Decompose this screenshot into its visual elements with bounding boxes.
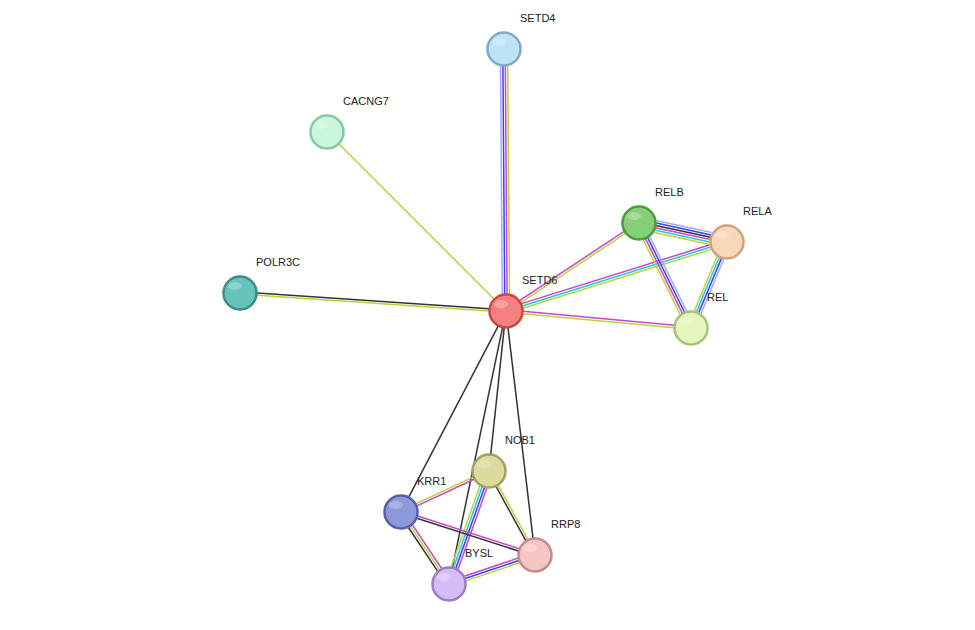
node-circle [673, 310, 709, 346]
interaction-edge [520, 231, 626, 302]
protein-node: NOB1 [471, 453, 507, 489]
edge-strand [412, 525, 441, 569]
interaction-edge [417, 516, 519, 551]
edge-strand [418, 516, 520, 549]
node-circle [488, 293, 524, 329]
node-label: BYSL [465, 547, 493, 560]
node-label: RELB [655, 186, 684, 199]
edge-strand [466, 563, 520, 581]
node-circle [471, 453, 507, 489]
node-label: RELA [743, 205, 772, 218]
interaction-edge [523, 311, 674, 327]
circle-shape [673, 310, 709, 346]
circle-shape [621, 205, 657, 241]
interaction-edge [654, 221, 711, 245]
edge-strand [508, 66, 510, 294]
edge-strand [657, 221, 712, 233]
edge-strand [522, 247, 711, 306]
edge-strand [523, 314, 674, 328]
protein-node: CACNG7 [309, 114, 345, 150]
node-label: POLR3C [256, 256, 300, 269]
node-circle [517, 537, 553, 573]
edge-strand [523, 249, 712, 308]
edge-strand [410, 526, 439, 570]
node-label: REL [707, 291, 728, 304]
edge-strand [498, 485, 528, 539]
edge-strand [508, 328, 533, 538]
edge-strand [465, 560, 519, 578]
interaction-edge [491, 328, 504, 454]
interaction-edge [501, 66, 510, 294]
edge-strand [501, 66, 503, 294]
edge-strand [696, 257, 719, 312]
node-label: NOB1 [505, 434, 535, 447]
circle-shape [383, 494, 419, 530]
circle-shape [431, 566, 467, 602]
protein-node: RRP8 [517, 537, 553, 573]
interaction-edge [508, 328, 533, 538]
interaction-edge [464, 558, 519, 581]
circle-shape [309, 114, 345, 150]
node-label: SETD4 [520, 12, 555, 25]
protein-node: RELB [621, 205, 657, 241]
circle-shape [517, 537, 553, 573]
protein-node: SETD4 [486, 31, 522, 67]
node-label: SETD6 [522, 274, 557, 287]
interaction-edge [694, 256, 724, 313]
protein-node: BYSL [431, 566, 467, 602]
protein-node: KRR1 [383, 494, 419, 530]
edge-strand [417, 518, 519, 551]
edge-strand [408, 527, 437, 571]
interaction-edge [522, 245, 712, 308]
edge-strand [650, 237, 687, 312]
edge-strand [503, 66, 505, 294]
node-label: CACNG7 [343, 95, 389, 108]
edge-strand [656, 225, 711, 237]
edge-strand [491, 328, 504, 454]
node-circle [431, 566, 467, 602]
node-circle [486, 31, 522, 67]
edge-strand [257, 293, 489, 309]
interaction-edge [496, 485, 528, 540]
node-label: KRR1 [417, 475, 446, 488]
protein-node: SETD6 [488, 293, 524, 329]
edge-strand [654, 232, 709, 244]
circle-shape [471, 453, 507, 489]
edge-strand [648, 238, 685, 313]
node-label: RRP8 [551, 518, 580, 531]
interaction-edge [408, 525, 441, 571]
edge-strand [523, 311, 674, 325]
edge-strand [522, 245, 711, 304]
interaction-edge [339, 144, 494, 299]
protein-node: POLR3C [222, 275, 258, 311]
edge-strand [699, 258, 722, 313]
protein-node: RELA [709, 224, 745, 260]
edge-strand [257, 295, 489, 311]
circle-shape [222, 275, 258, 311]
edge-strand [643, 240, 680, 315]
edge-strand [339, 144, 494, 299]
node-circle [709, 224, 745, 260]
edge-strand [656, 223, 711, 235]
edge-strand [496, 486, 526, 540]
circle-shape [486, 31, 522, 67]
edge-strand [464, 558, 518, 576]
interaction-edge [257, 293, 489, 311]
protein-node: REL [673, 310, 709, 346]
node-circle [222, 275, 258, 311]
edge-strand [645, 239, 682, 314]
edge-strand [655, 228, 710, 240]
circle-shape [488, 293, 524, 329]
circle-shape [709, 224, 745, 260]
node-circle [383, 494, 419, 530]
interaction-edge [643, 237, 686, 315]
node-circle [309, 114, 345, 150]
node-circle [621, 205, 657, 241]
edge-strand [505, 66, 507, 294]
edge-strand [655, 230, 710, 242]
